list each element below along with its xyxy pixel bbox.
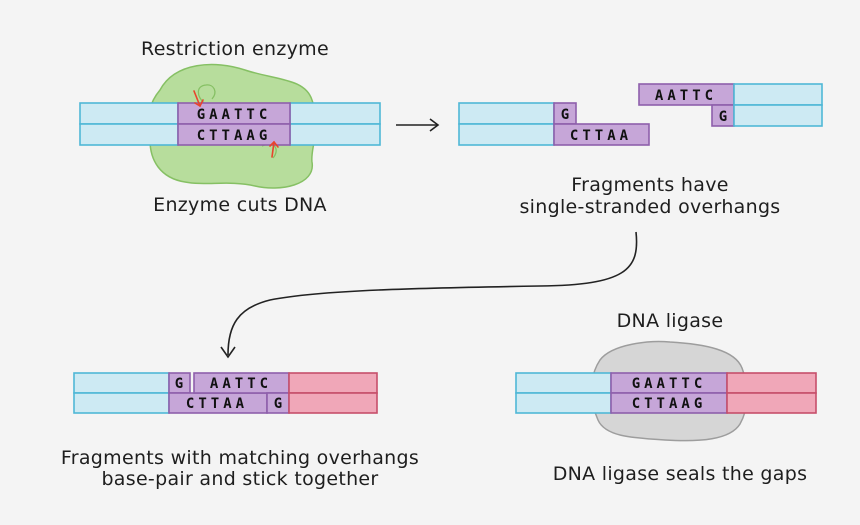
cut-arrow-bottom bbox=[269, 140, 279, 158]
restriction-enzyme-label: Restriction enzyme bbox=[141, 38, 329, 60]
right-fragment-top-strand bbox=[733, 83, 823, 106]
dna-right-bottom-strand bbox=[289, 123, 381, 146]
paired-right-overhang-sequence: AATTC bbox=[210, 376, 272, 392]
step-arrow-right bbox=[396, 118, 440, 132]
left-fragment-bottom-strand bbox=[458, 123, 555, 146]
left-fragment-overhang-box bbox=[553, 123, 650, 146]
enzyme-inner-curl-left bbox=[197, 84, 216, 105]
sealed-bottom-sequence: CTTAAG bbox=[632, 396, 707, 412]
paired-left-top-base: G bbox=[175, 376, 183, 392]
panel-base-pairing: G AATTC CTTAA G bbox=[73, 372, 378, 414]
sealed-left-bottom-strand bbox=[515, 392, 612, 414]
matching-overhangs-caption-line1: Fragments with matching overhangs bbox=[60, 447, 420, 469]
panel-enzyme-cut: GAATTC CTTAAG bbox=[79, 63, 381, 189]
sealed-right-top-strand bbox=[726, 372, 817, 394]
fragments-caption-line2: single-stranded overhangs bbox=[519, 196, 781, 218]
left-fragment-top-base: G bbox=[561, 107, 569, 123]
right-fragment-bottom-base: G bbox=[719, 109, 727, 125]
site-top-sequence: GAATTC bbox=[197, 107, 272, 123]
paired-right-top-strand bbox=[288, 372, 378, 394]
dna-ligase-label: DNA ligase bbox=[616, 310, 724, 332]
sealed-left-top-strand bbox=[515, 372, 612, 394]
sealed-right-bottom-strand bbox=[726, 392, 817, 414]
matching-overhangs-caption-line2: base-pair and stick together bbox=[101, 468, 379, 490]
paired-left-bottom-strand bbox=[73, 392, 170, 414]
step-arrow-curved bbox=[220, 231, 638, 359]
site-bottom-sequence: CTTAAG bbox=[197, 128, 272, 144]
paired-right-bottom-strand bbox=[288, 392, 378, 414]
cut-arrow-top bbox=[193, 90, 204, 108]
paired-left-top-strand bbox=[73, 372, 170, 394]
dna-right-top-strand bbox=[289, 102, 381, 125]
left-fragment-top-strand bbox=[458, 102, 555, 125]
site-bottom-box bbox=[177, 123, 291, 146]
ligase-seals-caption: DNA ligase seals the gaps bbox=[552, 463, 808, 485]
dna-left-bottom-strand bbox=[79, 123, 179, 146]
enzyme-cuts-dna-caption: Enzyme cuts DNA bbox=[153, 194, 327, 216]
panel-fragments: G CTTAA AATTC G bbox=[458, 83, 823, 146]
sealed-top-sequence: GAATTC bbox=[632, 376, 707, 392]
panel-ligase-seal: GAATTC CTTAAG bbox=[515, 340, 817, 442]
dna-left-top-strand bbox=[79, 102, 179, 125]
right-fragment-bottom-strand bbox=[733, 104, 823, 127]
right-fragment-overhang-sequence: AATTC bbox=[655, 88, 717, 104]
left-fragment-overhang-sequence: CTTAA bbox=[570, 128, 632, 144]
paired-right-bottom-base: G bbox=[274, 396, 282, 412]
paired-left-overhang-sequence: CTTAA bbox=[186, 396, 248, 412]
fragments-caption-line1: Fragments have bbox=[571, 174, 729, 196]
